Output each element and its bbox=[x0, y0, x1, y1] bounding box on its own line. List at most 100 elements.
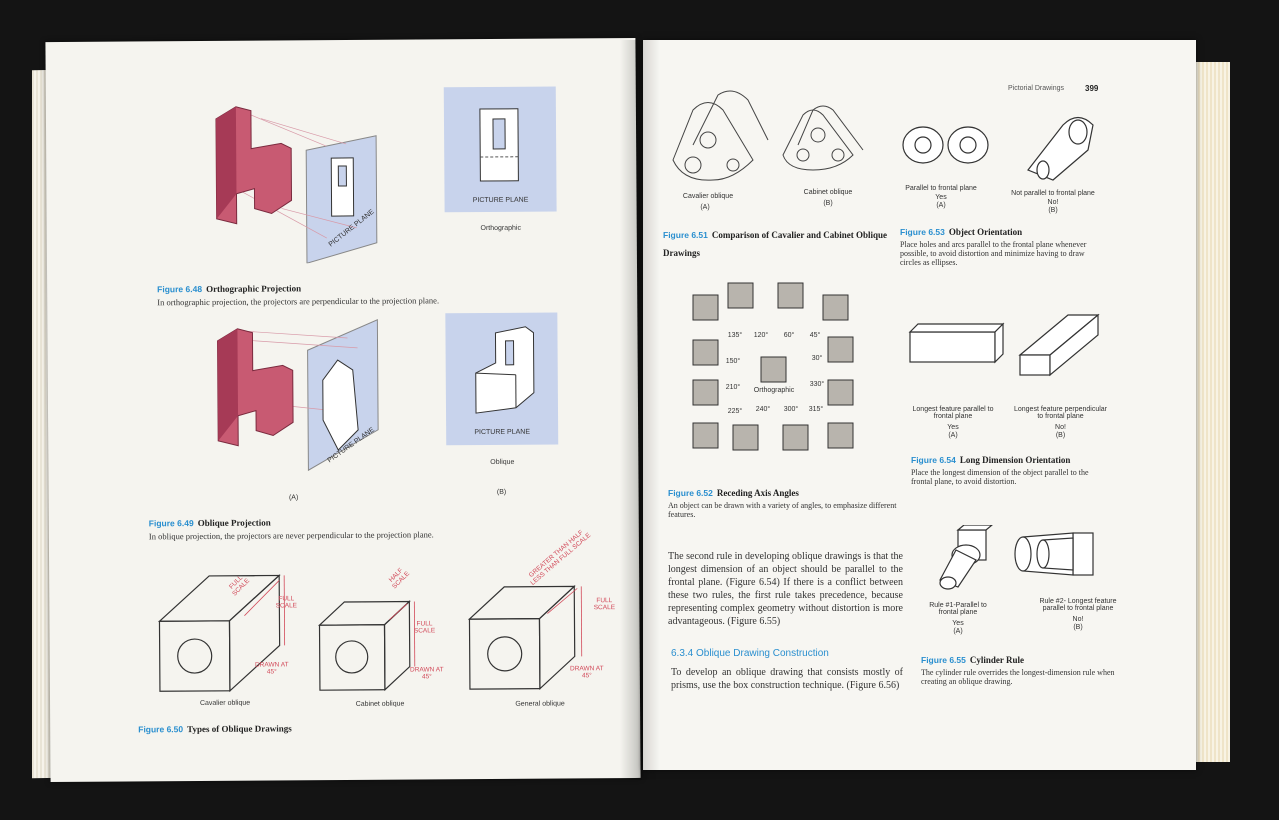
figure-number: Figure 6.49 bbox=[148, 518, 194, 529]
body-paragraph: The second rule in developing oblique dr… bbox=[668, 551, 903, 627]
page-number: 399 bbox=[1085, 84, 1099, 93]
general-front-label: FULL SCALE bbox=[593, 597, 616, 612]
running-head: Pictorial Drawings bbox=[1008, 85, 1065, 92]
cavalier-angle-label: DRAWN AT 45° bbox=[254, 661, 289, 676]
angle-label: 45° bbox=[809, 332, 821, 339]
figure-number: Figure 6.52 bbox=[668, 488, 713, 498]
oblique-inset-plane bbox=[445, 312, 559, 446]
parallel-feature-label: Longest feature parallel to frontal plan… bbox=[912, 406, 994, 420]
long-dimension-illustration bbox=[908, 313, 1100, 377]
section-paragraph: To develop an oblique drawing that consi… bbox=[671, 667, 903, 691]
no-label: No! bbox=[1072, 616, 1084, 623]
angle-label: 150° bbox=[725, 358, 741, 365]
right-page-edges bbox=[1190, 62, 1230, 762]
parallel-label: Parallel to frontal plane bbox=[905, 185, 977, 192]
oblique-types-illustration bbox=[157, 574, 583, 693]
inset-plane-label: PICTURE PLANE bbox=[474, 428, 530, 437]
orthographic-inset-plane bbox=[443, 86, 557, 213]
rule-2-label: Rule #2- Longest feature parallel to fro… bbox=[1039, 598, 1117, 612]
subfigure-b-label: (B) bbox=[1073, 624, 1083, 631]
figure-caption: The cylinder rule overrides the longest-… bbox=[921, 668, 1115, 686]
yes-label: Yes bbox=[952, 620, 964, 627]
general-oblique-label: General oblique bbox=[515, 700, 565, 708]
yes-label: Yes bbox=[935, 194, 947, 201]
figure-title: Object Orientation bbox=[948, 227, 1023, 237]
cylinder-rule-illustration bbox=[939, 525, 1094, 590]
figure-title: Orthographic Projection bbox=[206, 283, 302, 294]
cabinet-front-label: FULL SCALE bbox=[413, 620, 436, 635]
yes-label: Yes bbox=[947, 424, 959, 431]
cavalier-label: Cavalier oblique bbox=[682, 193, 734, 200]
cavalier-front-label: FULL SCALE bbox=[275, 595, 298, 610]
angle-label: 135° bbox=[727, 332, 743, 339]
not-parallel-label: Not parallel to frontal plane bbox=[1011, 190, 1095, 197]
figure-6-53-caption: Figure 6.53 Object Orientation Place hol… bbox=[900, 222, 1100, 267]
figure-6-55-caption: Figure 6.55 Cylinder Rule The cylinder r… bbox=[921, 650, 1126, 686]
figure-6-54-caption: Figure 6.54 Long Dimension Orientation P… bbox=[911, 450, 1111, 486]
subfigure-a-label: (A) bbox=[948, 432, 958, 439]
cavalier-cabinet-illustration bbox=[672, 90, 864, 181]
cavalier-oblique-label: Cavalier oblique bbox=[199, 699, 251, 708]
angle-label: 225° bbox=[727, 408, 743, 415]
receding-axis-diagram bbox=[683, 275, 863, 470]
orthographic-label: Orthographic bbox=[480, 224, 521, 233]
general-angle-label: DRAWN AT 45° bbox=[569, 665, 604, 680]
figure-number: Figure 6.51 bbox=[663, 230, 708, 240]
subfigure-a-label: (A) bbox=[953, 628, 963, 635]
figure-6-51-caption: Figure 6.51 Comparison of Cavalier and C… bbox=[663, 225, 893, 261]
figure-number: Figure 6.54 bbox=[911, 455, 956, 465]
angle-label: 240° bbox=[755, 406, 771, 413]
object-orientation-illustration bbox=[902, 116, 1094, 181]
perpendicular-feature-label: Longest feature perpendicular to frontal… bbox=[1013, 406, 1107, 420]
angle-label: 120° bbox=[753, 332, 769, 339]
figure-caption: Place the longest dimension of the objec… bbox=[911, 468, 1089, 486]
figure-6-48-caption: Figure 6.48 Orthographic Projection In o… bbox=[157, 276, 577, 307]
figure-6-52-caption: Figure 6.52 Receding Axis Angles An obje… bbox=[668, 483, 898, 519]
figure-number: Figure 6.48 bbox=[157, 283, 203, 295]
cabinet-angle-label: DRAWN AT 45° bbox=[409, 666, 444, 681]
oblique-label: Oblique bbox=[490, 458, 515, 466]
rule-1-label: Rule #1-Parallel to frontal plane bbox=[929, 602, 987, 616]
figure-number: Figure 6.55 bbox=[921, 655, 966, 665]
figure-title: Receding Axis Angles bbox=[716, 488, 799, 498]
figure-caption: Place holes and arcs parallel to the fro… bbox=[900, 240, 1087, 267]
figure-caption: In orthographic projection, the projecto… bbox=[157, 295, 440, 308]
subfigure-b-label: (B) bbox=[823, 200, 833, 207]
subfigure-b-label: (B) bbox=[1055, 432, 1066, 439]
figure-title: Oblique Projection bbox=[197, 517, 271, 529]
figure-title: Comparison of Cavalier and Cabinet Obliq… bbox=[663, 230, 887, 258]
subfigure-b-label: (B) bbox=[496, 488, 507, 496]
cabinet-oblique-label: Cabinet oblique bbox=[355, 700, 405, 708]
figure-6-50-caption: Figure 6.50 Types of Oblique Drawings bbox=[138, 717, 438, 737]
figure-title: Types of Oblique Drawings bbox=[187, 723, 292, 735]
figure-title: Long Dimension Orientation bbox=[959, 455, 1071, 465]
book-gutter bbox=[620, 40, 660, 780]
figure-number: Figure 6.50 bbox=[138, 724, 184, 735]
angle-label: 210° bbox=[725, 384, 741, 391]
figure-6-49-caption: Figure 6.49 Oblique Projection In obliqu… bbox=[148, 510, 589, 542]
figure-title: Cylinder Rule bbox=[969, 655, 1024, 665]
angle-label: 330° bbox=[809, 381, 825, 388]
cabinet-label: Cabinet oblique bbox=[803, 189, 853, 196]
right-page: Pictorial Drawings 399 Cavalier oblique … bbox=[643, 40, 1196, 770]
oblique-projection-illustration bbox=[217, 318, 379, 472]
figure-caption: In oblique projection, the projectors ar… bbox=[148, 529, 434, 542]
no-label: No! bbox=[1047, 199, 1059, 206]
subfigure-a-label: (A) bbox=[288, 494, 299, 502]
angle-label: 300° bbox=[783, 406, 799, 413]
angle-label: 30° bbox=[811, 355, 823, 362]
no-label: No! bbox=[1055, 424, 1066, 431]
subfigure-b-label: (B) bbox=[1048, 207, 1058, 214]
orthographic-projection-illustration bbox=[215, 106, 378, 264]
left-page: PICTURE PLANE PICTURE PLANE Orthographic… bbox=[45, 37, 641, 783]
figure-number: Figure 6.53 bbox=[900, 227, 945, 237]
subfigure-a-label: (A) bbox=[936, 202, 946, 209]
angle-label: 60° bbox=[783, 332, 795, 339]
orthographic-center-label: Orthographic bbox=[753, 387, 795, 394]
subfigure-a-label: (A) bbox=[700, 204, 710, 211]
figure-caption: An object can be drawn with a variety of… bbox=[668, 501, 897, 519]
inset-plane-label: PICTURE PLANE bbox=[472, 196, 529, 205]
section-heading: 6.3.4 Oblique Drawing Construction bbox=[671, 648, 829, 659]
angle-label: 315° bbox=[808, 406, 824, 413]
